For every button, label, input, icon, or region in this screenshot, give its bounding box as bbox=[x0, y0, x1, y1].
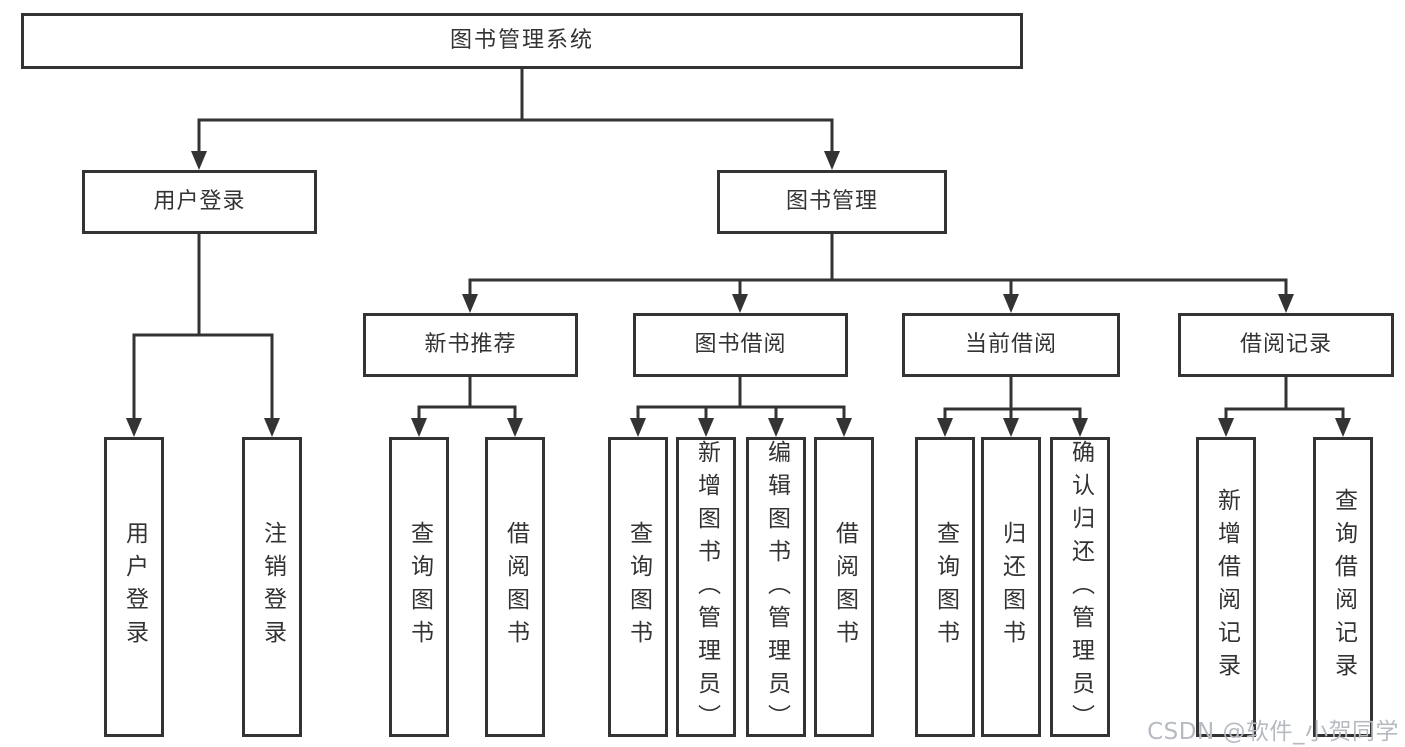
leaf-query-books-borrow: 查询图书 bbox=[608, 437, 668, 737]
leaf-logout: 注销登录 bbox=[242, 437, 302, 737]
leaf-confirm-return-admin: 确认归还（管理员） bbox=[1050, 437, 1110, 737]
node-new-book-recommend: 新书推荐 bbox=[363, 313, 578, 377]
leaf-query-borrow-record: 查询借阅记录 bbox=[1313, 437, 1373, 737]
leaf-user-login: 用户登录 bbox=[104, 437, 164, 737]
node-borrow-records: 借阅记录 bbox=[1178, 313, 1394, 377]
leaf-add-borrow-record: 新增借阅记录 bbox=[1196, 437, 1256, 737]
leaf-add-book-admin: 新增图书（管理员） bbox=[676, 437, 736, 737]
leaf-query-books-current: 查询图书 bbox=[915, 437, 975, 737]
leaf-return-book: 归还图书 bbox=[981, 437, 1041, 737]
leaf-query-books-recommend: 查询图书 bbox=[389, 437, 449, 737]
node-current-borrow: 当前借阅 bbox=[902, 313, 1120, 377]
leaf-borrow-books-recommend: 借阅图书 bbox=[485, 437, 545, 737]
node-user-login: 用户登录 bbox=[82, 170, 317, 234]
csdn-watermark: CSDN @软件_小贺同学 bbox=[1147, 719, 1399, 745]
leaf-edit-book-admin: 编辑图书（管理员） bbox=[746, 437, 806, 737]
node-root-system: 图书管理系统 bbox=[21, 13, 1023, 69]
leaf-borrow-books: 借阅图书 bbox=[814, 437, 874, 737]
node-book-management: 图书管理 bbox=[717, 170, 947, 234]
node-book-borrow: 图书借阅 bbox=[633, 313, 848, 377]
